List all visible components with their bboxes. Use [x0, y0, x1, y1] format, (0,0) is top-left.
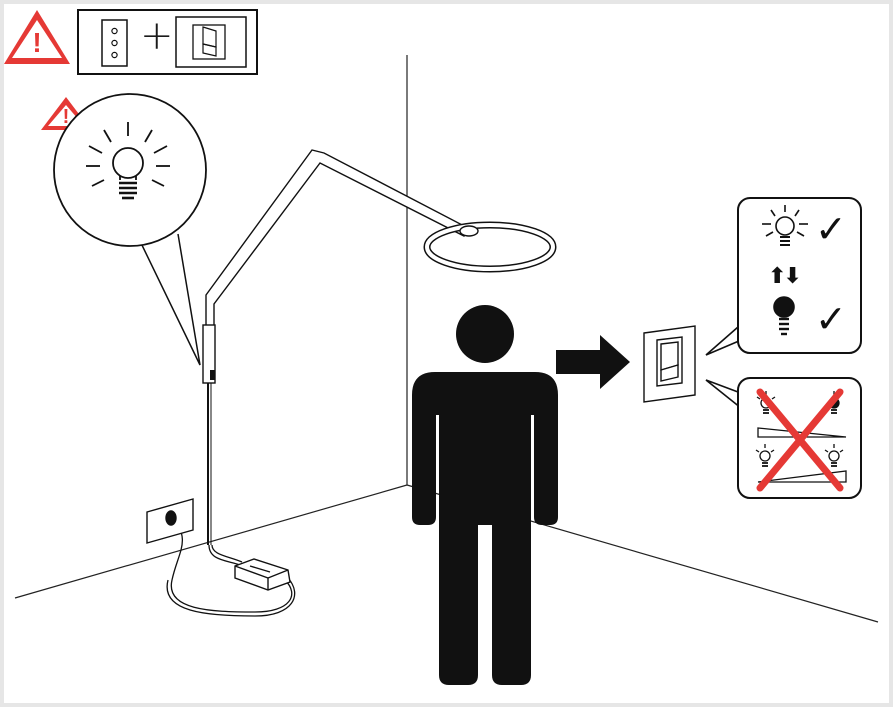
dim-bulb-icon [824, 444, 844, 467]
wall-socket-icon [101, 19, 128, 67]
bulb-callout [53, 93, 207, 366]
lit-bulb-icon [86, 122, 170, 200]
warning-mark-small: ! [62, 106, 70, 128]
right-arrow-icon [556, 335, 630, 389]
person-icon [412, 305, 558, 685]
check-on: ✓ [815, 207, 847, 251]
plus-symbol: + [140, 13, 174, 59]
check-off: ✓ [815, 297, 847, 341]
switch-ok-callout [705, 197, 862, 356]
toggle-arrows-icon: ⬆⬇ [768, 264, 802, 289]
red-cross-icon [756, 388, 844, 492]
warning-triangle-icon [4, 10, 70, 64]
wall-switch-icon [175, 16, 247, 68]
dimmer-no-callout [705, 377, 862, 499]
unlit-bulb-icon [773, 296, 795, 336]
power-cable [166, 516, 296, 617]
wall-outlet-icon [146, 498, 194, 544]
power-adapter-icon [234, 558, 291, 591]
lit-bulb-icon [762, 205, 808, 246]
wall-switch-scene-icon [643, 325, 696, 403]
legend-box [77, 9, 258, 75]
dim-bulb-icon [755, 444, 775, 467]
floor-lamp-icon [202, 149, 557, 545]
warning-mark: ! [32, 27, 42, 58]
